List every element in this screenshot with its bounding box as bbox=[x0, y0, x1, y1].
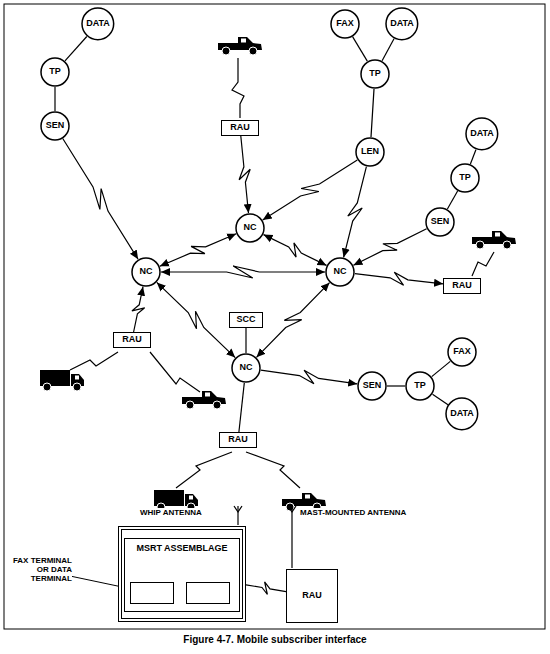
node-circle: FAX bbox=[447, 337, 477, 367]
node-circle: TP bbox=[360, 59, 390, 89]
radio-link bbox=[261, 370, 357, 384]
truck-icon bbox=[182, 391, 226, 409]
node-label: DATA bbox=[390, 19, 414, 29]
node-label: RAU bbox=[452, 281, 472, 291]
node-circle: LEN bbox=[355, 137, 385, 167]
node-label: RAU bbox=[230, 123, 250, 133]
radio-link bbox=[157, 282, 235, 357]
node-circle: TP bbox=[405, 371, 435, 401]
node-label: FAX bbox=[453, 347, 471, 357]
connector-line bbox=[382, 39, 394, 61]
node-box: RAU bbox=[219, 432, 257, 448]
radio-link bbox=[355, 272, 443, 285]
node-label: NC bbox=[140, 267, 153, 277]
terminal-box bbox=[130, 582, 174, 604]
radio-link bbox=[257, 283, 330, 358]
radio-link bbox=[353, 229, 426, 266]
node-circle: DATA bbox=[81, 7, 115, 41]
radio-link bbox=[263, 160, 358, 220]
node-box: SCC bbox=[229, 312, 263, 328]
truck-icon bbox=[218, 37, 262, 55]
connector-line bbox=[433, 394, 449, 404]
node-label: MSRT ASSEMBLAGE bbox=[136, 544, 227, 554]
radio-link bbox=[63, 139, 138, 260]
node-label: RAU bbox=[302, 591, 322, 601]
node-circle: NC bbox=[235, 213, 265, 243]
connector-line bbox=[470, 150, 476, 164]
node-label: NC bbox=[240, 363, 253, 373]
node-circle: SEN bbox=[425, 207, 455, 237]
node-box: MSRT ASSEMBLAGE bbox=[118, 526, 246, 622]
node-circle: NC bbox=[131, 257, 161, 287]
connector-line bbox=[239, 383, 244, 432]
node-circle: DATA bbox=[445, 397, 479, 431]
radio-link bbox=[239, 136, 250, 213]
callout-label: WHIP ANTENNA bbox=[140, 508, 202, 517]
node-circle: DATA bbox=[465, 117, 499, 151]
node-label: TP bbox=[414, 381, 426, 391]
connector-line bbox=[371, 89, 374, 137]
node-circle: SEN bbox=[357, 371, 387, 401]
truck-icon bbox=[40, 370, 84, 391]
radio-link bbox=[132, 287, 145, 332]
node-circle: TP bbox=[450, 163, 480, 193]
node-label: TP bbox=[369, 69, 381, 79]
connector-line bbox=[245, 328, 246, 353]
node-label: SEN bbox=[363, 381, 382, 391]
radio-link bbox=[264, 235, 327, 266]
node-box: RAU bbox=[221, 120, 259, 136]
node-label: LEN bbox=[361, 147, 379, 157]
node-circle: NC bbox=[231, 353, 261, 383]
node-box: RAU bbox=[443, 278, 481, 294]
connector-line bbox=[353, 37, 368, 61]
node-circle: TP bbox=[40, 57, 70, 87]
node-label: DATA bbox=[86, 19, 110, 29]
node-label: FAX bbox=[336, 19, 354, 29]
figure-caption: Figure 4-7. Mobile subscriber interface bbox=[183, 634, 366, 645]
node-label: NC bbox=[244, 223, 257, 233]
node-label: RAU bbox=[228, 435, 248, 445]
truck-icon bbox=[472, 231, 516, 249]
callout-label: MAST-MOUNTED ANTENNA bbox=[300, 508, 406, 517]
node-label: SCC bbox=[236, 315, 255, 325]
node-label: NC bbox=[334, 267, 347, 277]
node-label: TP bbox=[459, 173, 471, 183]
connector-line bbox=[65, 37, 87, 61]
radio-link bbox=[344, 167, 367, 258]
node-label: SEN bbox=[46, 121, 65, 131]
connector-line bbox=[432, 361, 451, 376]
radio-link bbox=[246, 582, 286, 595]
radio-link bbox=[160, 234, 236, 266]
node-circle: FAX bbox=[330, 9, 360, 39]
connector-line bbox=[54, 87, 55, 111]
node-label: SEN bbox=[431, 217, 450, 227]
node-circle: NC bbox=[325, 257, 355, 287]
node-label: TP bbox=[49, 67, 61, 77]
connector-line bbox=[387, 385, 405, 386]
node-label: DATA bbox=[450, 409, 474, 419]
node-box: RAU bbox=[113, 332, 151, 348]
node-label: RAU bbox=[122, 335, 142, 345]
callout-label: FAX TERMINAL OR DATA TERMINAL bbox=[10, 556, 72, 584]
figure-frame bbox=[4, 4, 545, 629]
radio-link bbox=[161, 266, 325, 278]
connector-line bbox=[447, 191, 457, 209]
radio-links bbox=[70, 58, 494, 488]
node-circle: DATA bbox=[385, 7, 419, 41]
node-box: RAU bbox=[286, 569, 338, 623]
terminal-box bbox=[186, 582, 230, 604]
node-label: DATA bbox=[470, 129, 494, 139]
node-circle: SEN bbox=[40, 111, 70, 141]
